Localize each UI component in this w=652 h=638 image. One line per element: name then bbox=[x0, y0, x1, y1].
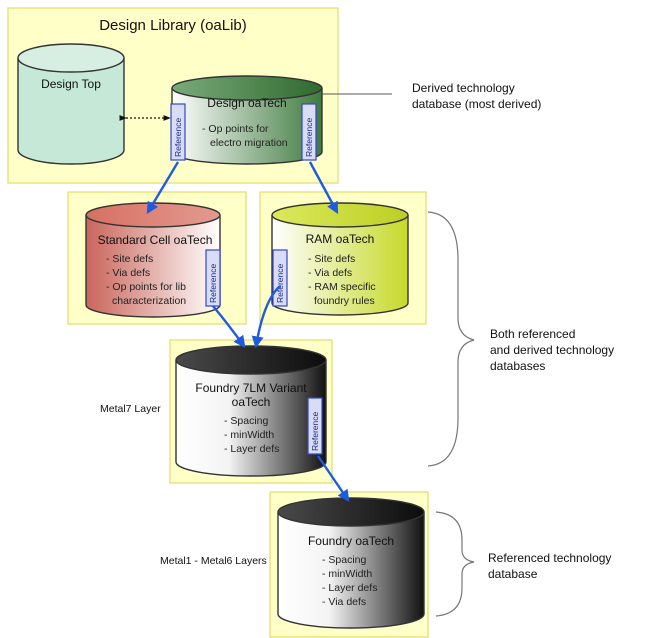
arrow-ram-to-foundry-variant bbox=[251, 285, 281, 349]
ram-bullet-3: - RAM specific bbox=[308, 281, 376, 293]
design-oatech-bullet-2: electro migration bbox=[210, 137, 288, 149]
derived-note-line1: Derived technology bbox=[412, 81, 515, 95]
reference-tab-design-left: Reference bbox=[170, 103, 186, 161]
design-oatech-bullet-1: - Op points for bbox=[202, 123, 269, 135]
design-top-cylinder: Design Top bbox=[17, 43, 125, 165]
foundry-variant-title-1: Foundry 7LM Variant bbox=[195, 381, 307, 395]
both-note-line1: Both referenced bbox=[490, 327, 575, 341]
reference-tab-foundry-variant: Reference bbox=[307, 397, 323, 455]
design-oatech-title: Design oaTech bbox=[207, 96, 286, 110]
reference-tab-design-right: Reference bbox=[301, 103, 317, 161]
std-cell-title: Standard Cell oaTech bbox=[98, 233, 213, 247]
ram-bullet-2: - Via defs bbox=[308, 267, 352, 279]
arrow-design-to-ram bbox=[308, 161, 339, 215]
foundry-cylinder: Foundry oaTech - Spacing - minWidth - La… bbox=[277, 497, 425, 629]
library-title: Design Library (oaLib) bbox=[99, 17, 247, 34]
referenced-note-line2: database bbox=[488, 567, 538, 581]
design-oatech-cylinder: Design oaTech - Op points for electro mi… bbox=[171, 75, 323, 165]
foundry-side-label: Metal1 - Metal6 Layers bbox=[160, 555, 267, 567]
arrow-variant-to-foundry bbox=[317, 455, 350, 502]
foundry-variant-bullet-3: - Layer defs bbox=[224, 443, 279, 455]
reference-tab-ram: Reference bbox=[272, 249, 288, 307]
arrow-design-to-std-cell bbox=[146, 161, 180, 215]
foundry-bullet-4: - Via defs bbox=[322, 596, 366, 608]
derived-note-line2: database (most derived) bbox=[412, 97, 541, 111]
foundry-bullet-3: - Layer defs bbox=[322, 582, 377, 594]
reference-tab-std-cell: Reference bbox=[205, 249, 221, 307]
svg-text:Reference: Reference bbox=[304, 118, 314, 157]
std-cell-bullet-2: - Via defs bbox=[106, 267, 150, 279]
both-bracket bbox=[427, 211, 475, 467]
foundry-bullet-2: - minWidth bbox=[322, 568, 372, 580]
foundry-title: Foundry oaTech bbox=[308, 534, 394, 548]
std-cell-bullet-4: characterization bbox=[112, 295, 186, 307]
arrow-std-cell-to-foundry-variant bbox=[212, 305, 246, 348]
foundry-variant-bullet-2: - minWidth bbox=[224, 429, 274, 441]
ram-title: RAM oaTech bbox=[306, 232, 375, 246]
ram-bullet-1: - Site defs bbox=[308, 253, 355, 265]
foundry-bullet-1: - Spacing bbox=[322, 554, 367, 566]
std-cell-cylinder: Standard Cell oaTech - Site defs - Via d… bbox=[85, 202, 221, 318]
ram-bullet-4: foundry rules bbox=[314, 295, 375, 307]
std-cell-bullet-1: - Site defs bbox=[106, 253, 153, 265]
foundry-variant-side-label: Metal7 Layer bbox=[100, 403, 161, 415]
foundry-variant-cylinder: Foundry 7LM Variant oaTech - Spacing - m… bbox=[175, 345, 327, 477]
design-top-title: Design Top bbox=[41, 77, 101, 91]
both-note-line3: databases bbox=[490, 359, 545, 373]
svg-text:Reference: Reference bbox=[310, 412, 320, 451]
std-cell-bullet-3: - Op points for lib bbox=[106, 281, 186, 293]
svg-text:Reference: Reference bbox=[208, 264, 218, 303]
both-note-line2: and derived technology bbox=[490, 343, 614, 357]
foundry-variant-title-2: oaTech bbox=[232, 395, 271, 409]
foundry-variant-bullet-1: - Spacing bbox=[224, 415, 269, 427]
referenced-bracket bbox=[435, 511, 475, 617]
ram-cylinder: RAM oaTech - Site defs - Via defs - RAM … bbox=[271, 202, 409, 316]
svg-text:Reference: Reference bbox=[275, 264, 285, 303]
svg-text:Reference: Reference bbox=[173, 118, 183, 157]
referenced-note-line1: Referenced technology bbox=[488, 551, 611, 565]
